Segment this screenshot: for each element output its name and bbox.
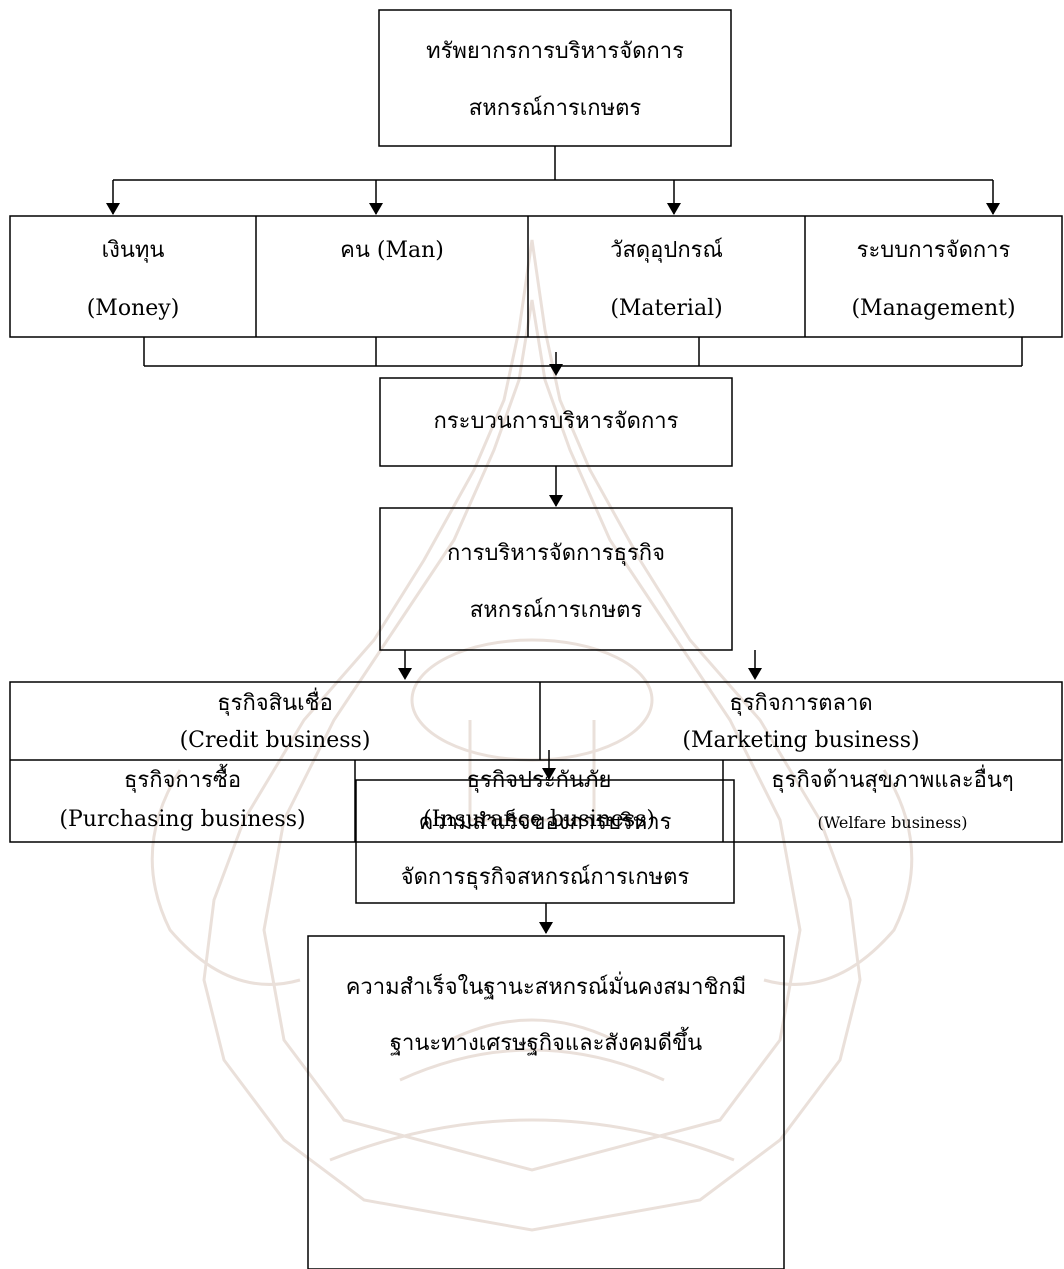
resources-title-line1: ทรัพยากรการบริหารจัดการ (426, 39, 684, 64)
success-mgmt-box (355, 779, 735, 904)
material-label: วัสดุอุปกรณ์ (610, 238, 723, 263)
man-label: คน (Man) (340, 238, 444, 263)
material-english: (Material) (610, 296, 723, 321)
arrowheads (106, 203, 1000, 934)
money-english: (Money) (86, 296, 180, 321)
resources-row-box (9, 215, 1063, 338)
insurance-label: ธุรกิจประกันภัย (466, 768, 612, 793)
management-label: ระบบการจัดการ (856, 238, 1011, 263)
money-label: เงินทุน (101, 238, 165, 263)
process-label: กระบวนการบริหารจัดการ (433, 409, 679, 434)
success-coop-box (307, 935, 785, 1269)
business-types-box (9, 681, 1063, 843)
success-coop-line1: ความสำเร็จในฐานะสหกรณ์มั่นคงสมาชิกมี (345, 975, 747, 1000)
purchasing-label: ธุรกิจการซื้อ (123, 768, 242, 793)
process-box (379, 377, 733, 467)
insurance-english: (Insurance business) (423, 807, 655, 832)
purchasing-english: (Purchasing business) (59, 807, 306, 832)
marketing-label: ธุรกิจการตลาด (729, 691, 873, 716)
boxes (9, 9, 1063, 1269)
welfare-label: ธุรกิจด้านสุขภาพและอื่นๆ (771, 768, 1014, 793)
success-mgmt-line2: จัดการธุรกิจสหกรณ์การเกษตร (400, 865, 690, 890)
resources-title-line2: สหกรณ์การเกษตร (468, 96, 642, 121)
resources-title-box (378, 9, 732, 147)
success-coop-line2: ฐานะทางเศรษฐกิจและสังคมดีขึ้น (389, 1031, 703, 1056)
business-mgmt-box (379, 507, 733, 651)
credit-label: ธุรกิจสินเชื่อ (217, 691, 333, 716)
business-mgmt-line2: สหกรณ์การเกษตร (469, 598, 643, 623)
business-mgmt-line1: การบริหารจัดการธุรกิจ (446, 541, 666, 566)
university-seal-watermark (150, 239, 914, 1232)
marketing-english: (Marketing business) (682, 728, 920, 753)
management-english: (Management) (851, 296, 1016, 321)
credit-english: (Credit business) (179, 728, 371, 753)
welfare-english: (Welfare business) (817, 813, 968, 832)
success-mgmt-line1: ความสำเร็จของการบริหาร (418, 810, 672, 835)
connectors (112, 146, 1023, 933)
